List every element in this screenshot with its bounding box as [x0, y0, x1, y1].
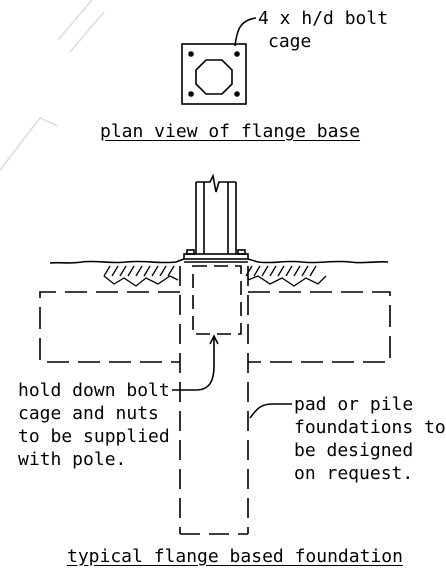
bolt-hole [234, 51, 240, 57]
foundation-note-line3: be designed [294, 440, 414, 461]
bolt-hole [234, 91, 240, 97]
flange-plate [181, 43, 247, 105]
bolt-cage-note-line1: 4 x h/d bolt [258, 8, 389, 29]
plan-view-flange [181, 17, 257, 105]
bolt-hole [188, 51, 194, 57]
hold-down-note-line4: with pole. [18, 449, 127, 470]
foundation-note-line4: on request. [294, 463, 414, 484]
ground-hatching [103, 265, 327, 287]
bolt-hole [188, 91, 194, 97]
pile-foundation [179, 266, 249, 535]
ground-line [49, 258, 389, 264]
foundation-note-line2: foundations to [294, 417, 446, 438]
plan-view-title: plan view of flange base [100, 121, 361, 142]
hold-down-note-line1: hold down bolt [18, 380, 170, 401]
watermark [0, 0, 105, 171]
bolt-cage [192, 265, 242, 335]
foundation-note-line1: pad or pile [294, 394, 414, 415]
octagon-column-section [195, 59, 233, 95]
hold-down-bolt-leader [172, 334, 219, 391]
bolt-cage-leader [234, 17, 257, 47]
bolt-cage-note-line2: cage [268, 31, 312, 52]
hold-down-note-line2: cage and nuts [18, 403, 159, 424]
break-line [196, 173, 236, 193]
base-plate [183, 249, 249, 263]
pad-foundation [39, 291, 391, 363]
hold-down-note-line3: to be supplied [18, 426, 170, 447]
pad-pile-leader [249, 403, 292, 419]
pole [195, 173, 237, 254]
section-view-title: typical flange based foundation [67, 546, 403, 567]
